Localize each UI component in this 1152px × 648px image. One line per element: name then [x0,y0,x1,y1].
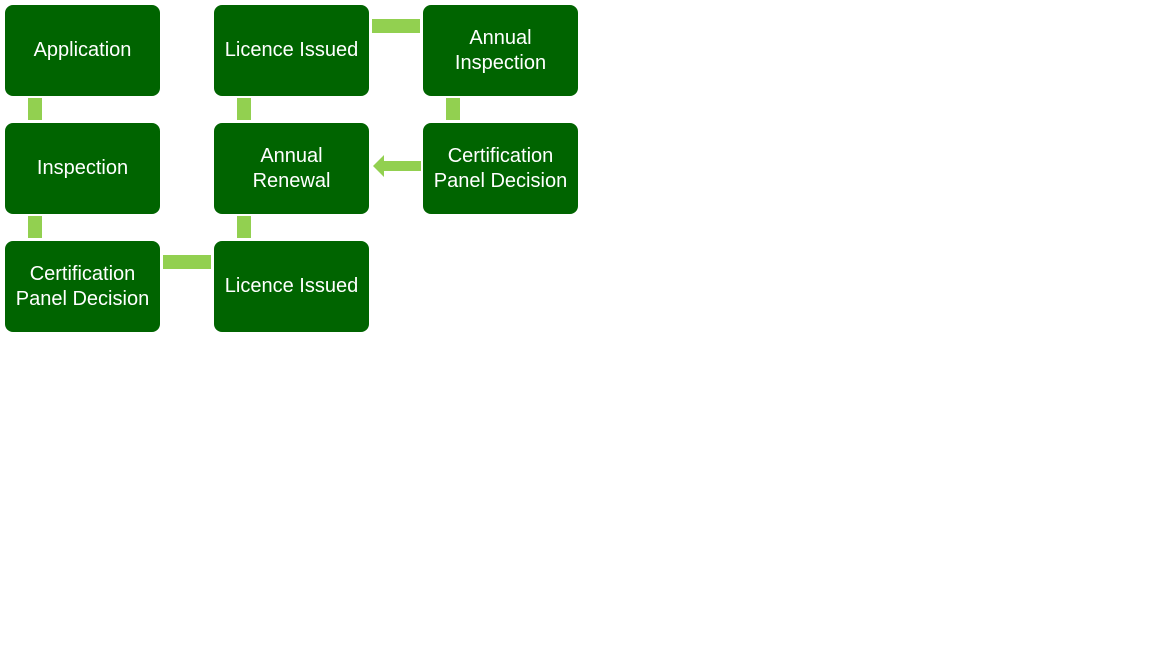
node-licence-issued-1: Licence Issued [214,241,369,332]
node-label: Inspection [36,157,129,179]
node-label: Licence Issued [224,39,359,61]
node-licence-issued-2: Licence Issued [214,5,369,96]
connector-inspection-decision [28,216,42,238]
node-label: Application [33,39,132,61]
node-label: Annual Renewal [252,144,331,192]
connector-application-inspection [28,98,42,120]
node-label: Annual Inspection [454,26,547,74]
arrow-shape [373,155,421,177]
node-annual-inspection: Annual Inspection [423,5,578,96]
arrow-left-icon [373,155,421,177]
node-label: Licence Issued [224,275,359,297]
connector-licence-renewal [237,216,251,238]
connector-licence-annual-inspection [372,19,420,33]
node-certification-panel-decision-1: Certification Panel Decision [5,241,160,332]
connector-renewal-licence [237,98,251,120]
node-label: Certification Panel Decision [433,144,568,192]
node-annual-renewal: Annual Renewal [214,123,369,214]
node-certification-panel-decision-2: Certification Panel Decision [423,123,578,214]
node-application: Application [5,5,160,96]
connector-annual-inspection-decision [446,98,460,120]
node-inspection: Inspection [5,123,160,214]
connector-decision-licence [163,255,211,269]
node-label: Certification Panel Decision [15,262,150,310]
